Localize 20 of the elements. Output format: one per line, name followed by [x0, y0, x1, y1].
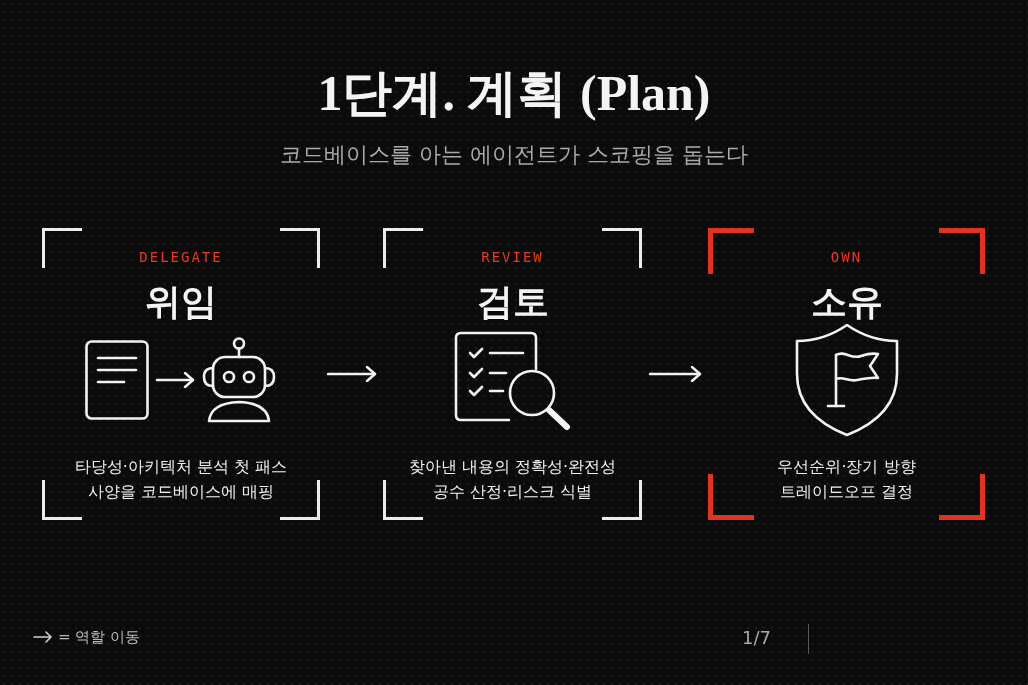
role-tag: DELEGATE	[139, 248, 223, 266]
role-description: 트레이드오프 결정	[779, 481, 914, 503]
page-number: 1/7	[742, 626, 771, 650]
role-description: 찾아낸 내용의 정확성·완전성	[408, 456, 617, 478]
document-icon	[85, 340, 149, 420]
subtitle: 코드베이스를 아는 에이전트가 스코핑을 돕는다	[280, 141, 748, 169]
role-description: 공수 산정·리스크 식별	[432, 481, 593, 503]
role-heading: 검토	[476, 281, 549, 324]
role-heading: 소유	[810, 281, 883, 324]
role-description: 사양을 코드베이스에 매핑	[87, 481, 275, 503]
role-description: 타당성·아키텍처 분석 첫 패스	[74, 456, 288, 478]
role-tag: REVIEW	[481, 248, 544, 266]
robot-icon	[201, 337, 277, 423]
legend-text: = 역할 이동	[58, 627, 141, 648]
arrow	[648, 365, 702, 383]
role-description: 우선순위·장기 방향	[777, 456, 916, 478]
arrow	[326, 365, 377, 383]
role-tag: OWN	[830, 248, 863, 266]
role-heading: 위임	[145, 281, 217, 324]
slide-title: 1단계. 계획 (Plan)	[317, 64, 711, 123]
